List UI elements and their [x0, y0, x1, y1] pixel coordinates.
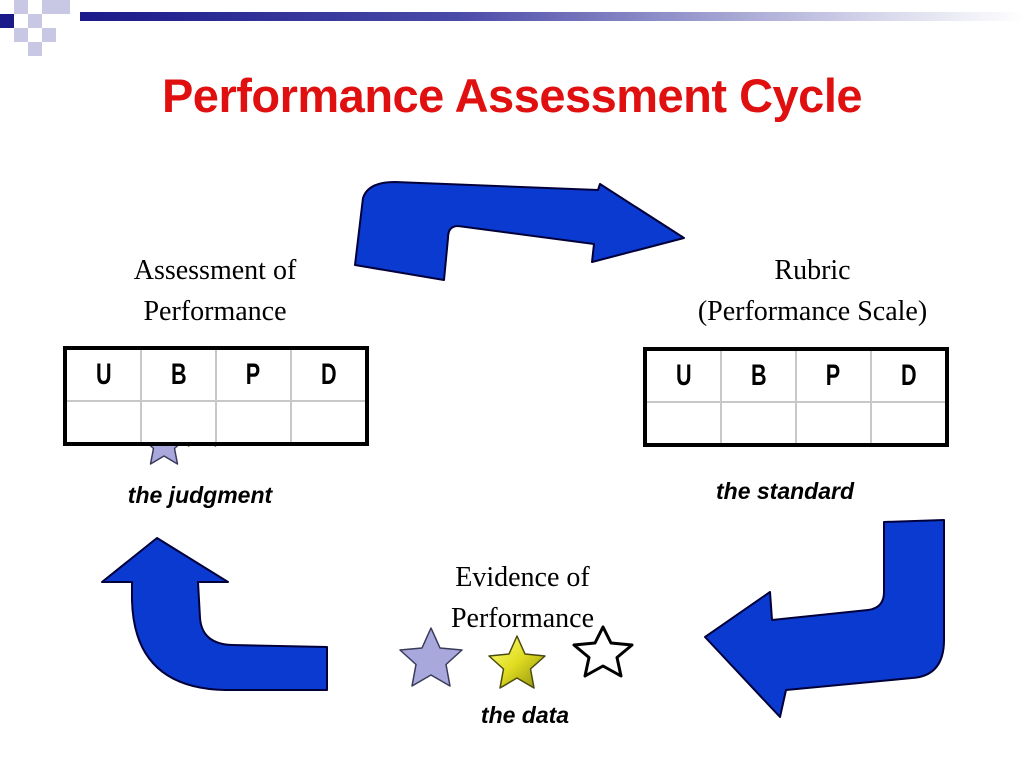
scale-header-cell: U: [644, 348, 722, 403]
scale-header-cell: B: [720, 348, 797, 403]
scale-cell: [140, 400, 217, 445]
header-rule: [80, 12, 1024, 21]
curved-arrow-icon: [354, 181, 685, 281]
scale-cell: [720, 401, 797, 446]
header-decoration: [0, 0, 1024, 56]
scale-cell: [215, 400, 292, 445]
rubric-heading: Rubric (Performance Scale): [640, 250, 985, 332]
standard-caption: the standard: [715, 478, 855, 504]
star-outline-icon: [572, 625, 634, 678]
data-caption: the data: [480, 702, 570, 728]
assessment-heading-line1: Assessment of: [133, 255, 297, 286]
curved-arrow-icon: [704, 519, 945, 718]
scale-header-cell: P: [795, 348, 872, 403]
evidence-heading: Evidence of Performance: [395, 557, 650, 639]
assessment-heading: Assessment of Performance: [90, 250, 340, 332]
scale-cell: [290, 400, 368, 445]
star-gold-icon: [488, 635, 546, 689]
scale-cell: [795, 401, 872, 446]
evidence-heading-line1: Evidence of: [455, 562, 590, 593]
scale-header-cell: D: [870, 348, 948, 403]
curved-arrow-icon: [101, 537, 328, 691]
rubric-scale-table: U B P D: [643, 347, 949, 447]
assessment-heading-line2: Performance: [143, 296, 287, 327]
judgment-caption: the judgment: [127, 482, 273, 508]
judgment-scale-table: U B P D: [63, 346, 369, 446]
rubric-heading-line1: Rubric: [774, 255, 851, 286]
scale-cell: [870, 401, 948, 446]
scale-header-cell: D: [290, 347, 368, 402]
slide-title: Performance Assessment Cycle: [161, 69, 863, 122]
scale-cell: [644, 401, 722, 446]
scale-header-cell: B: [140, 347, 217, 402]
scale-header-cell: U: [64, 347, 142, 402]
scale-cell: [64, 400, 142, 445]
star-lavender-icon: [399, 627, 463, 687]
rubric-heading-line2: (Performance Scale): [697, 296, 928, 327]
evidence-heading-line2: Performance: [450, 603, 595, 634]
scale-header-cell: P: [215, 347, 292, 402]
